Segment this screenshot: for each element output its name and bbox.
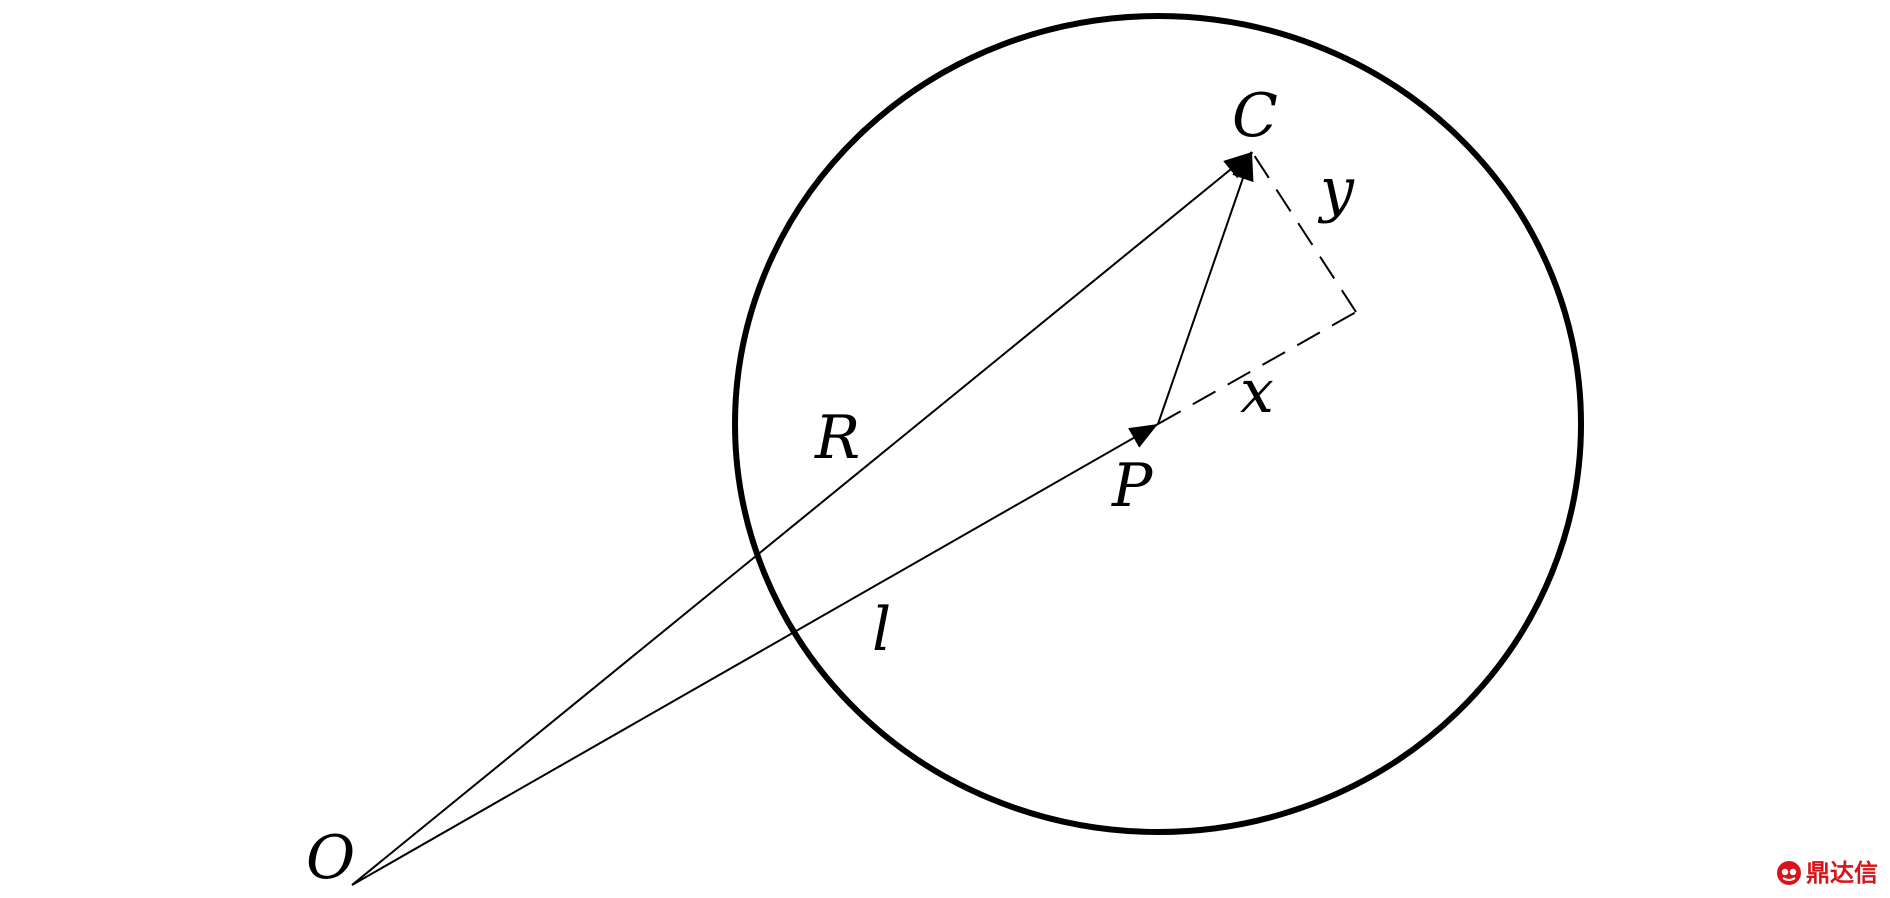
label-point: P — [1111, 451, 1154, 521]
label-radius-vector: R — [814, 403, 860, 473]
brand-logo-icon — [1777, 861, 1801, 885]
label-distance: l — [872, 595, 891, 665]
label-center: C — [1232, 81, 1278, 151]
vector-op — [351, 423, 1159, 886]
vector-pc — [1157, 151, 1254, 425]
label-origin: O — [306, 823, 355, 893]
label-coord-y: y — [1317, 155, 1355, 225]
watermark-text: 鼎达信 — [1806, 859, 1878, 887]
watermark: 鼎达信 — [1776, 856, 1878, 890]
circle — [732, 13, 1584, 835]
label-coord-x: x — [1240, 357, 1274, 427]
dashed-y-component — [1251, 151, 1357, 313]
vector-oc — [351, 151, 1253, 886]
